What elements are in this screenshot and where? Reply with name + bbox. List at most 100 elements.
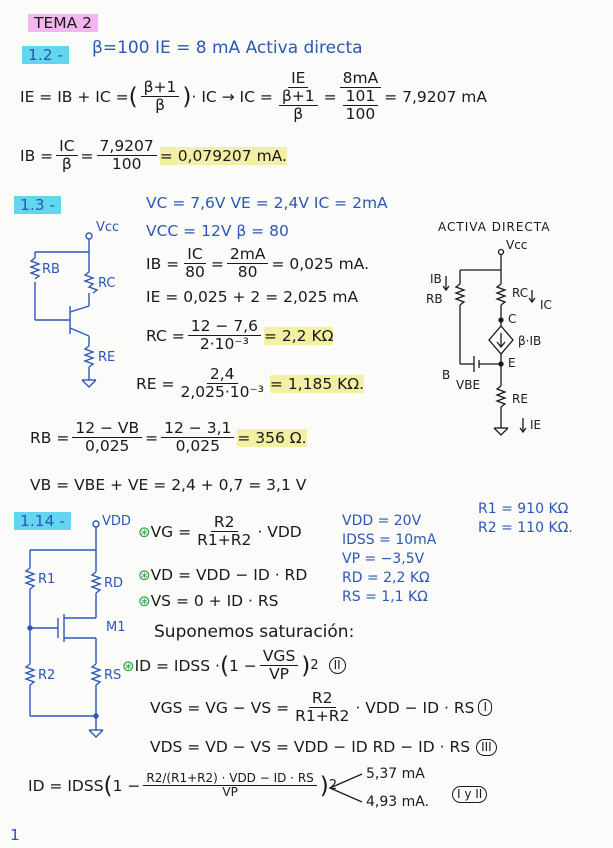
- problem-1-3-line2: VCC = 12V β = 80: [146, 222, 289, 240]
- problem-1-14-label: 1.14 -: [14, 512, 72, 530]
- mosfet-rs-label: RS: [104, 668, 122, 683]
- equation-tag-i-y-ii: I y II: [452, 786, 488, 803]
- model-c-label: C: [508, 312, 517, 326]
- model-ib-label: IB: [430, 272, 442, 286]
- eq2-frac2-num: 7,9207: [96, 137, 157, 157]
- ib-num2: 2mA: [226, 245, 269, 265]
- eq1-frac3-den-top: 101: [342, 87, 379, 107]
- vds-line: VDS = VD − VS = VDD − ID RD − ID · RS: [150, 738, 471, 756]
- eq1-result: = 7,9207 mA: [384, 87, 487, 106]
- vgs-den: R1+R2: [295, 707, 350, 726]
- rc-den: 2·10⁻³: [199, 335, 249, 354]
- equation-tag-ii: II: [328, 657, 346, 675]
- bjt-rc-label: RC: [98, 276, 116, 291]
- model-e-label: E: [508, 356, 516, 370]
- page-number: 1: [10, 826, 20, 844]
- eq1-frac2-den-bot: β: [293, 105, 304, 124]
- bjt-rb-label: RB: [42, 262, 60, 277]
- id-frac-den: VP: [269, 665, 290, 684]
- model-re-label: RE: [512, 392, 528, 406]
- eq1-frac3-num: 8mA: [339, 69, 382, 89]
- problem-1-14-final: ID = IDSS (1 − R2/(R1+R2) · VDD − ID · R…: [28, 771, 338, 800]
- eq1-frac2-den-top: β+1: [278, 87, 318, 107]
- ib-num1: IC: [184, 245, 206, 265]
- vg-left: VG =: [150, 522, 192, 541]
- vgs-left: VGS = VG − VS =: [150, 698, 290, 717]
- ib-result: = 0,025 mA.: [271, 254, 370, 273]
- page-title: TEMA 2: [28, 14, 99, 32]
- mosfet-r1-label: R1: [38, 572, 56, 587]
- vgs-right: · VDD − ID · RS: [355, 698, 475, 717]
- re-den: 2,025·10⁻³: [180, 383, 264, 402]
- param-rd: RD = 2,2 KΩ: [342, 570, 430, 586]
- problem-1-3-label: 1.3 -: [14, 196, 62, 214]
- mosfet-r2-label: R2: [38, 668, 56, 683]
- final-left: ID = IDSS: [28, 776, 104, 795]
- id-left: ID = IDSS ·: [134, 656, 220, 675]
- vs-line: VS = 0 + ID · RS: [150, 592, 279, 610]
- problem-1-14-vd: ⊛VD = VDD − ID · RD: [138, 566, 307, 584]
- rb-num1: 12 − VB: [72, 419, 143, 439]
- vg-right: · VDD: [257, 522, 302, 541]
- eq2-result: = 0,079207 mA.: [159, 146, 287, 165]
- equation-tag-i: I: [478, 699, 492, 717]
- ib-left: IB =: [146, 254, 180, 273]
- active-direct-title: ACTIVA DIRECTA: [438, 220, 551, 234]
- eq1-frac2-num: IE: [288, 69, 309, 89]
- model-rb-label: RB: [426, 292, 443, 306]
- eq1-frac-den: β: [155, 96, 165, 115]
- eq1-frac3-den-bot: 100: [345, 105, 376, 124]
- eq2-frac2-den: 100: [111, 155, 142, 174]
- rb-result: = 356 Ω.: [237, 428, 307, 447]
- mosfet-circuit-1-14: [24, 520, 104, 738]
- vg-den: R1+R2: [197, 531, 252, 550]
- id-frac-num: VGS: [259, 647, 299, 667]
- problem-1-14-vs: ⊛VS = 0 + ID · RS: [138, 592, 278, 610]
- mosfet-vdd-label: VDD: [102, 514, 131, 529]
- param-idss: IDSS = 10mA: [342, 532, 437, 548]
- eq2-frac-num: IC: [56, 137, 78, 157]
- mosfet-rd-label: RD: [104, 576, 124, 591]
- ib-den1: 80: [185, 263, 205, 282]
- eq1-left: IE = IB + IC =: [20, 87, 129, 106]
- problem-1-3-vb: VB = VBE + VE = 2,4 + 0,7 = 3,1 V: [30, 476, 307, 494]
- param-vp: VP = −3,5V: [342, 551, 425, 567]
- supposition-text: Suponemos saturación:: [154, 622, 355, 642]
- problem-1-3-ie: IE = 0,025 + 2 = 2,025 mA: [146, 288, 359, 306]
- rb-den2: 0,025: [175, 437, 220, 456]
- star-icon: ⊛: [138, 592, 151, 610]
- re-left: RE =: [136, 374, 175, 393]
- solution-2: 4,93 mA.: [366, 794, 430, 810]
- model-rc-label: RC: [512, 286, 529, 300]
- vd-line: VD = VDD − ID · RD: [150, 566, 308, 584]
- ib-den2: 80: [237, 263, 258, 282]
- eq2-frac-den: β: [61, 155, 72, 174]
- vgs-num: R2: [308, 689, 336, 709]
- star-icon: ⊛: [138, 566, 151, 584]
- problem-1-14-vds: VDS = VD − VS = VDD − ID RD − ID · RS II…: [150, 738, 497, 756]
- rc-num: 12 − 7,6: [187, 317, 261, 337]
- resistor-r2-value: R2 = 110 KΩ.: [478, 520, 573, 536]
- star-icon: ⊛: [138, 522, 151, 541]
- solution-1: 5,37 mA: [366, 766, 425, 782]
- model-ic-label: IC: [540, 298, 552, 312]
- problem-1-2-given: β=100 IE = 8 mA Activa directa: [92, 38, 363, 58]
- vg-num: R2: [210, 513, 238, 533]
- model-vcc-label: Vcc: [506, 238, 528, 252]
- model-beta-ib-label: β·IB: [518, 334, 542, 348]
- param-rs: RS = 1,1 KΩ: [342, 589, 428, 605]
- rc-result: = 2,2 KΩ: [263, 326, 334, 345]
- equation-tag-iii: III: [476, 738, 497, 756]
- model-ie-label: IE: [530, 418, 542, 432]
- problem-1-2-label: 1.2 -: [22, 46, 70, 64]
